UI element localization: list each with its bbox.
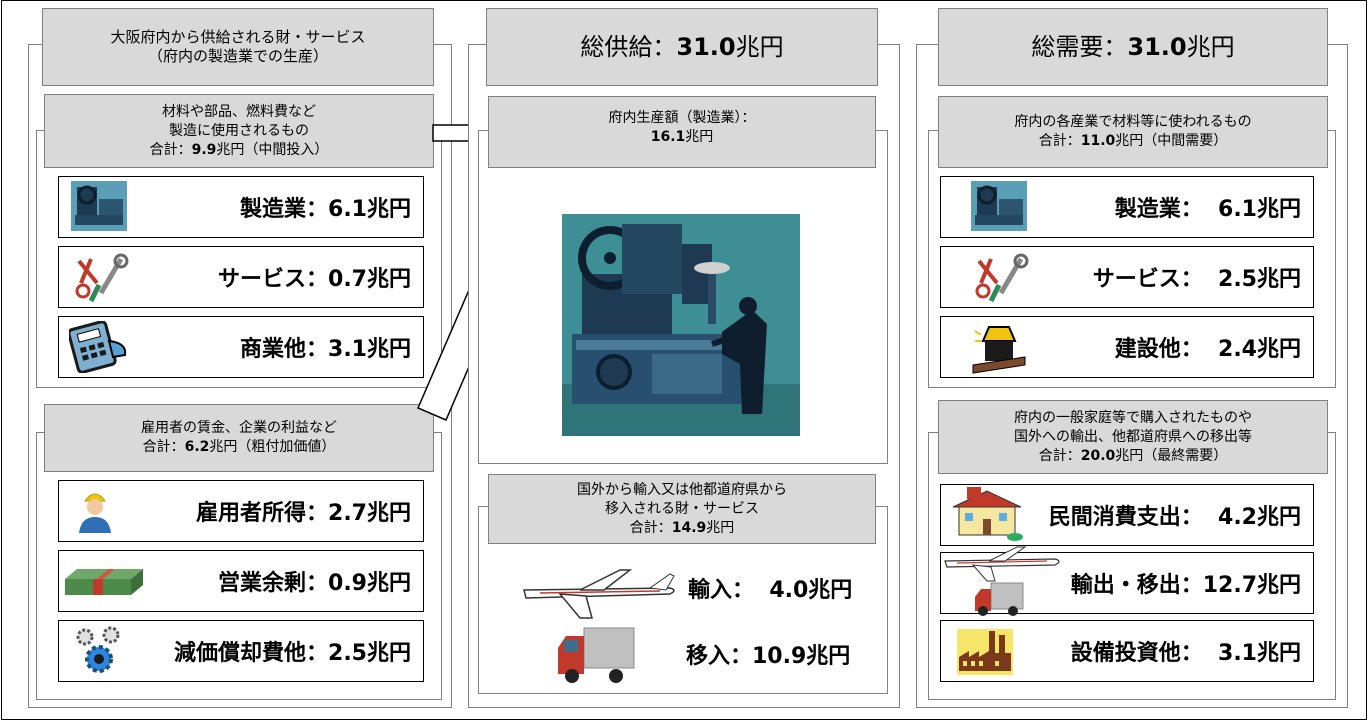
- factory-machine-icon: [71, 181, 127, 235]
- intermediate-input-line1: 材料や部品、燃料費など: [162, 103, 316, 120]
- imports-header: 国外から輸入又は他都道府県から 移入される財・サービス 合計：14.9兆円: [488, 474, 876, 544]
- airplane-icon: [520, 566, 678, 626]
- gears-icon: [75, 625, 121, 679]
- intermediate-demand-line1: 府内の各産業で材料等に使われるもの: [1014, 114, 1252, 130]
- item-label: 製造業：6.1兆円: [240, 197, 411, 222]
- item-label: サービス： 2.5兆円: [1092, 267, 1301, 292]
- tools-icon: [71, 253, 131, 307]
- value-added-line1: 雇用者の賃金、企業の利益など: [141, 420, 337, 436]
- item-label: 商業他：3.1兆円: [240, 337, 411, 362]
- value-added-header: 雇用者の賃金、企業の利益など 合計：6.2兆円（粗付加価値）: [44, 404, 434, 472]
- list-item: サービス：0.7兆円: [58, 246, 424, 308]
- factory-worker-illustration: [562, 214, 800, 440]
- item-label: 輸出・移出：12.7兆円: [1070, 573, 1301, 598]
- supply-title-line2: （府内の製造業での生産）: [147, 47, 328, 65]
- production-value: 16.1兆円: [650, 129, 714, 145]
- item-label: 雇用者所得：2.7兆円: [196, 501, 411, 526]
- total-supply-label: 総供給：31.0兆円: [580, 32, 784, 61]
- list-item: 輸出・移出：12.7兆円: [940, 546, 1314, 616]
- item-label: 民間消費支出： 4.2兆円: [1048, 505, 1301, 530]
- list-item: 製造業：6.1兆円: [58, 176, 424, 238]
- calculator-icon: [67, 320, 129, 377]
- imports-total: 合計：14.9兆円: [629, 519, 735, 536]
- final-demand-line1: 府内の一般家庭等で購入されたものや: [1014, 409, 1252, 426]
- item-label: 建設他： 2.4兆円: [1114, 337, 1301, 362]
- final-demand-total: 合計：20.0兆円（最終需要）: [1038, 447, 1228, 464]
- item-label: 営業余剰：0.9兆円: [218, 571, 411, 596]
- intermediate-demand-total: 合計：11.0兆円（中間需要）: [1038, 133, 1228, 149]
- list-item: 営業余剰：0.9兆円: [58, 550, 424, 612]
- intermediate-input-header: 材料や部品、燃料費など 製造に使用されるもの 合計：9.9兆円（中間投入）: [44, 94, 434, 168]
- supply-header: 大阪府内から供給される財・サービス （府内の製造業での生産）: [42, 8, 434, 86]
- truck-icon: [556, 624, 636, 692]
- value-added-total: 合計：6.2兆円（粗付加価値）: [142, 439, 336, 455]
- list-item: 減価償却費他：2.5兆円: [58, 620, 424, 682]
- inflow-label: 移入：10.9兆円: [686, 644, 851, 669]
- final-demand-header: 府内の一般家庭等で購入されたものや 国外への輸出、他都道府県への移出等 合計：2…: [938, 400, 1328, 474]
- supply-title-line1: 大阪府内から供給される財・サービス: [110, 28, 366, 46]
- imports-line2: 移入される財・サービス: [605, 500, 759, 517]
- imports-line1: 国外から輸入又は他都道府県から: [577, 481, 787, 498]
- list-item: 建設他： 2.4兆円: [940, 316, 1314, 378]
- list-item: 雇用者所得：2.7兆円: [58, 480, 424, 542]
- total-demand-header: 総需要：31.0兆円: [938, 8, 1328, 86]
- list-item: 設備投資他： 3.1兆円: [940, 620, 1314, 682]
- production-header: 府内生産額（製造業）： 16.1兆円: [488, 96, 876, 168]
- total-demand-label: 総需要：31.0兆円: [1031, 32, 1235, 61]
- list-item: 民間消費支出： 4.2兆円: [940, 484, 1314, 546]
- final-demand-line2: 国外への輸出、他都道府県への移出等: [1014, 428, 1252, 445]
- item-label: 設備投資他： 3.1兆円: [1070, 641, 1301, 666]
- industrial-plant-icon: [955, 627, 1015, 681]
- import-label: 輸入： 4.0兆円: [688, 578, 853, 603]
- intermediate-input-total: 合計：9.9兆円（中間投入）: [149, 141, 329, 158]
- intermediate-demand-header: 府内の各産業で材料等に使われるもの 合計：11.0兆円（中間需要）: [938, 96, 1328, 168]
- list-item: サービス： 2.5兆円: [940, 246, 1314, 308]
- item-label: 減価償却費他：2.5兆円: [174, 641, 411, 666]
- intermediate-input-line2: 製造に使用されるもの: [169, 122, 309, 139]
- item-label: サービス：0.7兆円: [218, 267, 411, 292]
- money-icon: [65, 567, 143, 601]
- production-line1: 府内生産額（製造業）：: [608, 110, 756, 126]
- construction-icon: [971, 321, 1027, 379]
- plane-truck-icon: [943, 543, 1063, 621]
- worker-icon: [75, 487, 115, 539]
- tools-icon: [971, 253, 1031, 307]
- list-item: 商業他：3.1兆円: [58, 316, 424, 378]
- house-icon: [949, 487, 1025, 547]
- list-item: 製造業： 6.1兆円: [940, 176, 1314, 238]
- factory-machine-icon: [971, 181, 1027, 235]
- total-supply-header: 総供給：31.0兆円: [486, 8, 878, 86]
- item-label: 製造業： 6.1兆円: [1114, 197, 1301, 222]
